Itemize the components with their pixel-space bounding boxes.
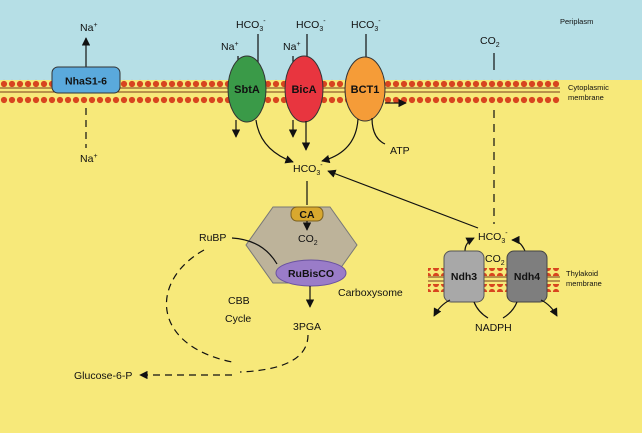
thylakoid-membrane-label-1: Thylakoid: [566, 269, 598, 278]
nadph-line-right: [502, 301, 518, 319]
bct1-transporter: [344, 56, 386, 122]
atp-line: [371, 117, 386, 145]
rubp-label: RuBP: [199, 232, 226, 244]
hco3-above-bica: HCO3-: [296, 18, 326, 33]
nhas-label: NhaS1-6: [65, 76, 107, 88]
nhas-transporter: [51, 66, 121, 94]
3pga-label: 3PGA: [293, 321, 321, 333]
bica-transporter: [284, 55, 324, 123]
hco3-thylakoid: HCO3-: [478, 230, 508, 245]
ndh4-out-arrow: [540, 299, 558, 317]
bct1-label: BCT1: [351, 84, 380, 96]
ndh3-label: Ndh3: [451, 271, 477, 283]
ndh3-complex: [443, 250, 485, 303]
cbb-label-1: CBB: [228, 295, 250, 307]
na-top-nhas: Na+: [80, 22, 98, 34]
glucose-label: Glucose-6-P: [74, 370, 132, 382]
thylakoid-hco3-to-cytoplasm-arrow: [327, 169, 479, 229]
hco3-above-bct1: HCO3-: [351, 18, 381, 33]
cbb-left-dashed: [165, 249, 233, 363]
co2-periplasm: CO2: [480, 35, 500, 49]
na-bottom-nhas: Na+: [80, 153, 98, 165]
sbta-transporter: [227, 55, 267, 123]
na-above-bica: Na+: [283, 41, 301, 53]
bct1-hco3-in-arrow: [321, 118, 359, 164]
ndh3-out-arrow: [433, 299, 451, 317]
na-above-sbta: Na+: [221, 41, 239, 53]
ndh4-complex: [506, 250, 548, 303]
hco3-above-sbta: HCO3-: [236, 18, 266, 33]
co2-carboxysome: CO2: [298, 233, 318, 247]
carboxysome-label: Carboxysome: [338, 287, 403, 299]
hco3-cytoplasm: HCO3-: [293, 162, 323, 177]
cbb-label-2: Cycle: [225, 313, 251, 325]
rubisco-label: RuBisCO: [288, 268, 334, 280]
thylakoid-membrane-label-2: membrane: [566, 279, 602, 288]
rubisco: [275, 259, 347, 287]
sbta-label: SbtA: [234, 84, 260, 96]
rubp-to-rubisco-line: [231, 237, 278, 265]
co2-thylakoid: CO2: [485, 253, 505, 267]
cytoplasmic-membrane-label-2: membrane: [568, 93, 604, 102]
periplasm-label: Periplasm: [560, 17, 593, 26]
ca-label: CA: [299, 209, 315, 221]
nadph-label: NADPH: [475, 322, 512, 334]
sbta-hco3-in-arrow: [255, 119, 294, 164]
ndh4-to-hco3-arrow: [511, 235, 526, 252]
atp-label: ATP: [390, 145, 410, 157]
nadph-line-left: [473, 301, 489, 319]
bica-label: BicA: [291, 84, 316, 96]
ndh4-label: Ndh4: [514, 271, 540, 283]
cbb-right-dashed: [239, 334, 309, 373]
cytoplasmic-membrane-label-1: Cytoplasmic: [568, 83, 609, 92]
